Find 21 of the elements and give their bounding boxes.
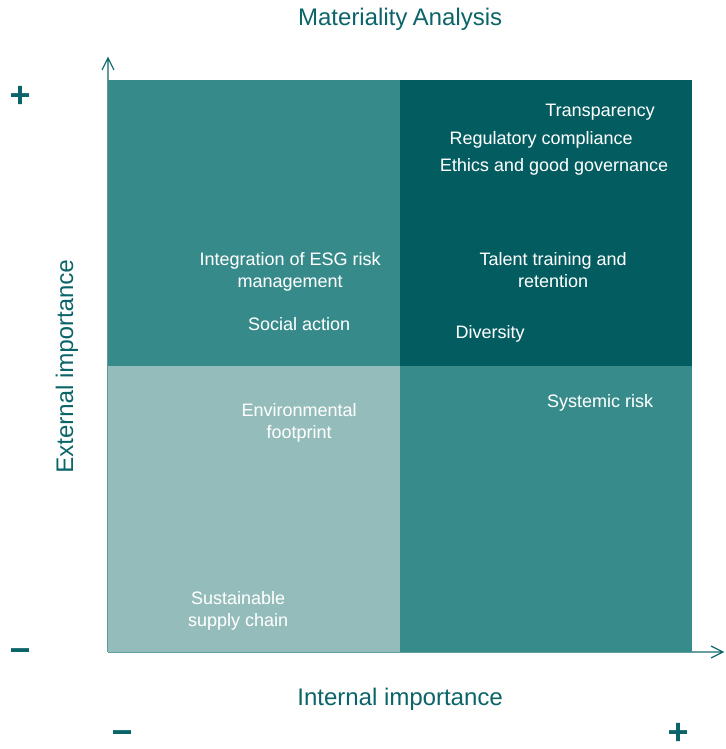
axis-title: External importance (52, 259, 80, 473)
chart-title: Materiality Analysis (298, 4, 502, 32)
topic-label: Regulatory compliance (448, 127, 634, 149)
quadrant-panel (400, 366, 692, 652)
axis-end-sign: − (9, 632, 31, 668)
axis-end-sign: − (111, 714, 133, 749)
axis-end-sign: + (667, 714, 689, 749)
topic-label: Social action (246, 313, 352, 335)
quadrant-panel (108, 80, 400, 366)
topic-label: Ethics and good governance (438, 154, 670, 176)
quadrant-panel (400, 80, 692, 366)
quadrant-panel (108, 366, 400, 652)
topic-label: Talent training and retention (478, 248, 628, 292)
axis-title: Internal importance (297, 684, 503, 712)
topic-label: Sustainable supply chain (186, 587, 290, 631)
axis-end-sign: + (9, 77, 31, 113)
topic-label: Integration of ESG risk management (198, 248, 382, 292)
topic-label: Transparency (544, 99, 656, 121)
topic-label: Environmental footprint (240, 399, 358, 443)
topic-label: Systemic risk (546, 390, 654, 412)
topic-label: Diversity (454, 321, 526, 343)
